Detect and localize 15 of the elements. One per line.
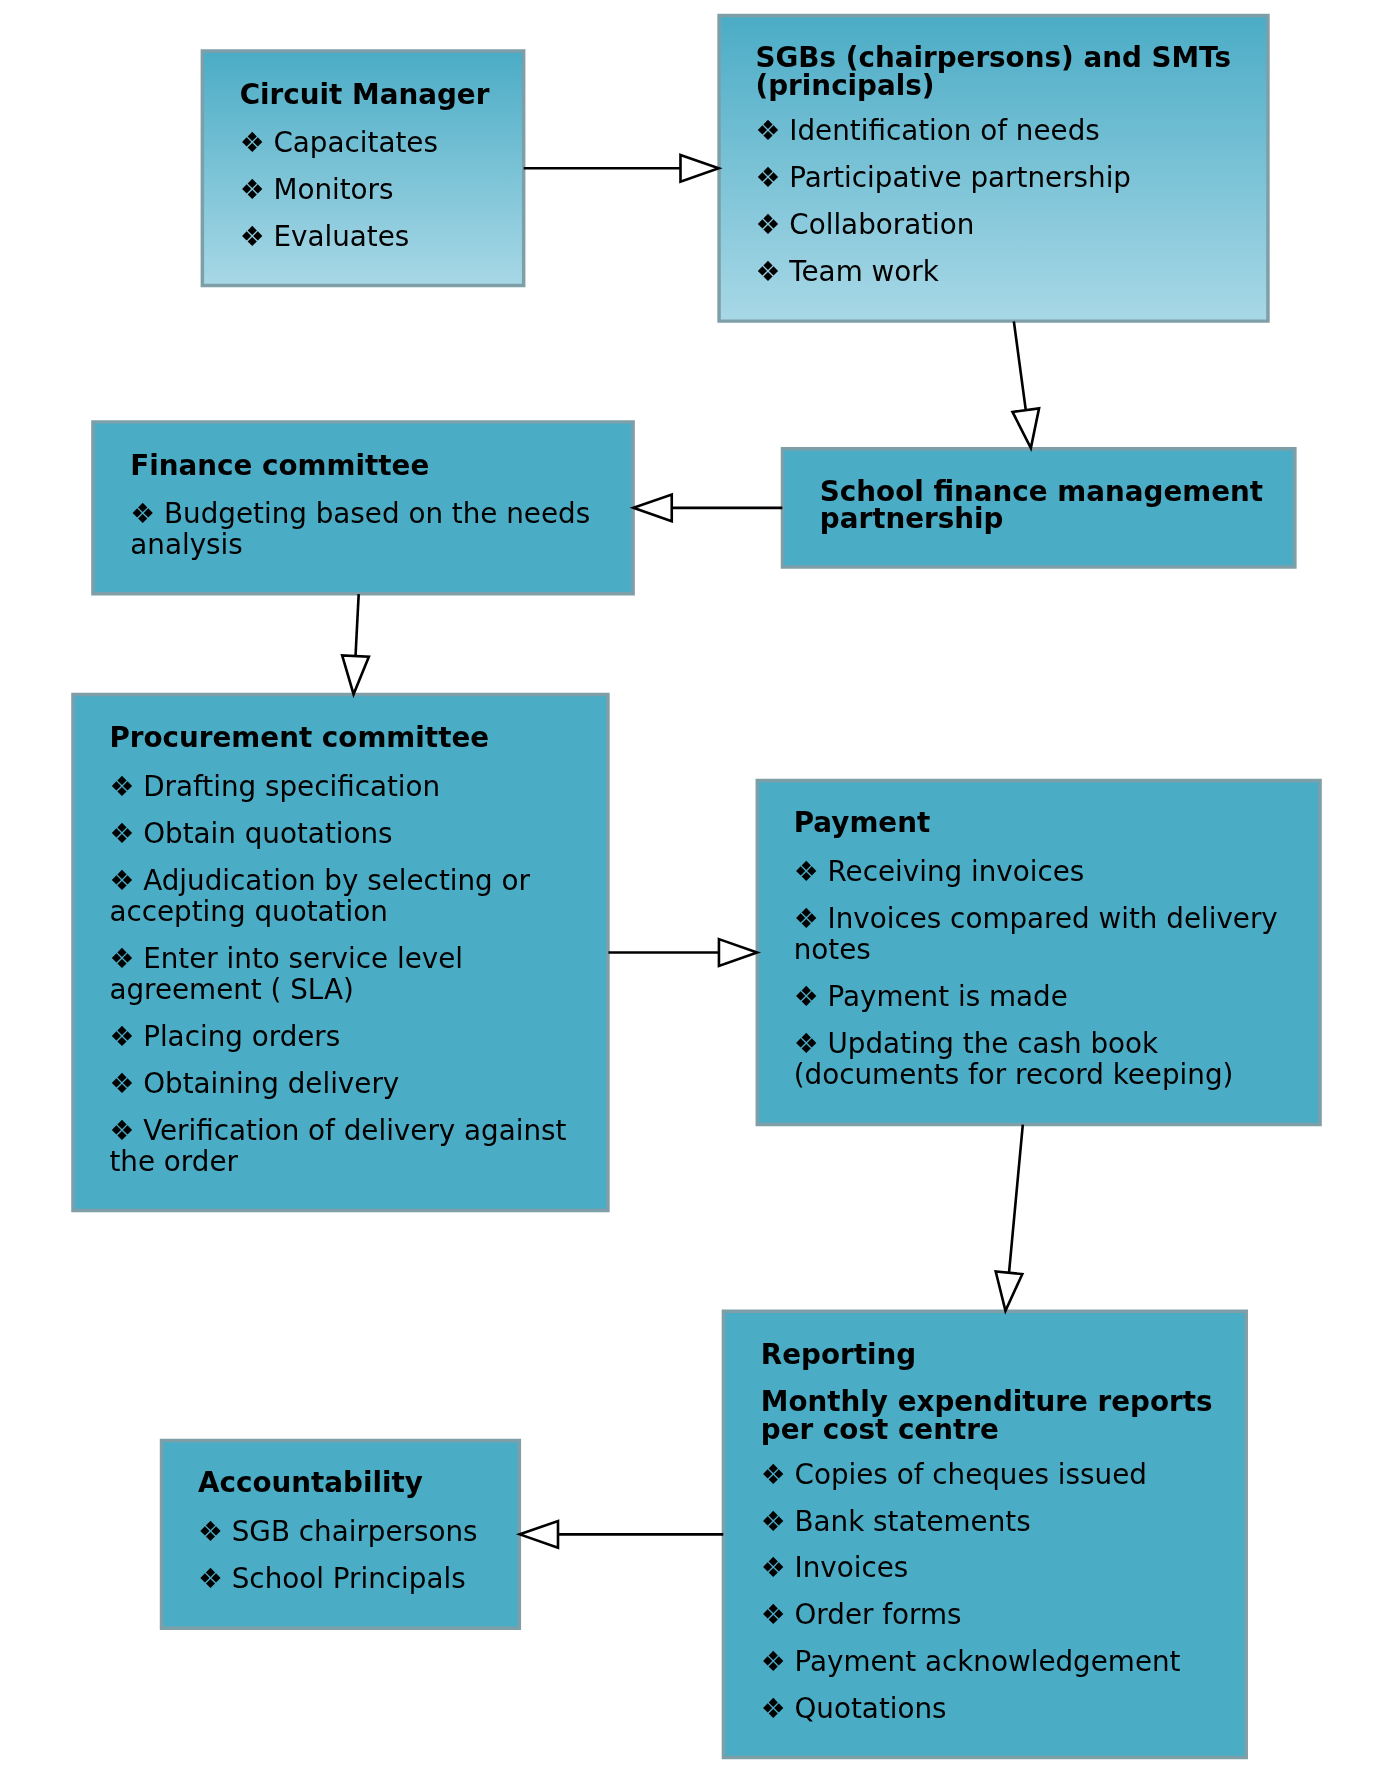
arrow <box>607 937 761 968</box>
node-box: Finance committee ❖ Budgeting based on the needs analysis <box>90 420 635 596</box>
node-box: SGBs (chairpersons) and SMTs (principals) ❖ Identification of needs ❖ Participative partnership ❖ Collaboration ❖ Team work <box>716 13 1270 323</box>
node-box: Payment ❖ Receiving invoices ❖ Invoices compared with delivery notes ❖ Payment is made ❖ Updating the cash book (documents for record keeping) <box>755 778 1322 1127</box>
arrow <box>339 594 371 699</box>
node-box: Reporting Monthly expenditure reports per cost centre ❖ Copies of cheques issued ❖ Bank statements ❖ Invoices ❖ Order forms ❖ Payment acknowledgement ❖ Quotations <box>721 1309 1248 1760</box>
arrow <box>629 492 782 524</box>
arrow <box>1010 321 1041 452</box>
arrow <box>515 1519 723 1550</box>
node-box: Accountability ❖ SGB chairpersons ❖ School Principals <box>159 1438 521 1630</box>
arrow <box>523 153 723 184</box>
node-box: School finance management partnership <box>780 447 1297 569</box>
node-box: Circuit Manager ❖ Capacitates ❖ Monitors ❖ Evaluates <box>200 49 525 288</box>
node-box: Procurement committee ❖ Drafting specification ❖ Obtain quotations ❖ Adjudication by selecting or accepting quotation ❖ Enter into service level agreement ( SLA) ❖ Placing orders ❖ Obtaining delivery ❖ Verification of delivery against the order <box>70 692 610 1213</box>
arrow <box>993 1124 1024 1315</box>
